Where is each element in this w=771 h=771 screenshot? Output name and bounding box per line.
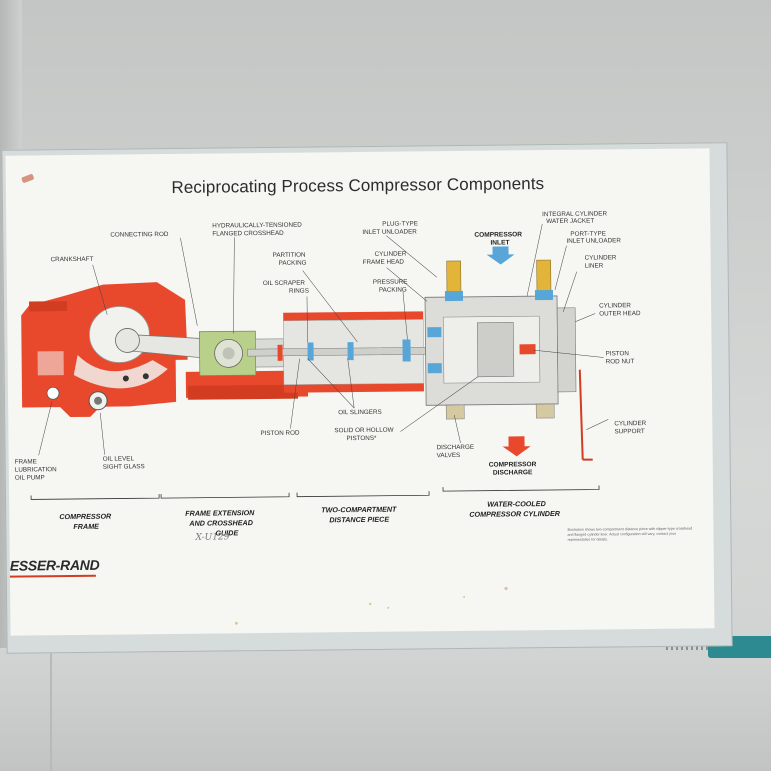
label-cylinder-liner-2: LINER [585,262,604,269]
section-frame: COMPRESSOR [59,512,112,522]
whiteboard-ledge [0,648,771,771]
label-cylinder-liner: CYLINDER [585,254,617,261]
label-plug-unloader: PLUG-TYPE [382,220,418,227]
label-frame-head: CYLINDER [375,251,407,258]
label-plug-unloader-2: INLET UNLOADER [362,228,417,236]
section-distance-piece: TWO-COMPARTMENT [321,505,397,515]
label-crankshaft: CRANKSHAFT [51,256,94,263]
brand-logo: ESSER-RAND [9,556,100,574]
label-compressor-inlet: COMPRESSOR [474,231,522,239]
section-frame-2: FRAME [73,522,99,531]
label-oil-scraper: OIL SCRAPER [263,280,306,287]
label-crosshead: HYDRAULICALLY-TENSIONED [212,222,302,230]
label-discharge-valves-2: VALVES [437,452,461,459]
connecting-rod-shape [115,328,221,360]
label-sight-glass-2: SIGHT GLASS [103,463,145,470]
section-extension-3: GUIDE [215,528,238,537]
card-stains [235,586,508,625]
label-oil-pump-2: LUBRICATION [15,466,57,473]
footnote: Illustration shows two-compartment dista… [567,526,693,542]
crosshead-shape [198,330,285,377]
leader-lines [38,224,609,456]
label-oil-slingers: OIL SLINGERS [338,409,382,416]
label-outer-head-2: OUTER HEAD [599,310,641,317]
section-extension: FRAME EXTENSION [185,508,255,518]
label-discharge-valves: DISCHARGE [437,444,475,451]
section-labels: COMPRESSOR FRAME FRAME EXTENSION AND CRO… [59,499,561,537]
label-outer-head: CYLINDER [599,302,631,309]
discharge-arrow-icon [502,436,531,457]
label-pressure-packing-2: PACKING [379,287,407,294]
ledge-seam [50,648,52,771]
compressor-diagram: CONNECTING ROD HYDRAULICALLY-TENSIONED F… [15,210,647,625]
section-cylinder: WATER-COOLED [487,499,546,509]
label-oil-scraper-2: RINGS [289,288,309,295]
label-water-jacket-2: WATER JACKET [546,218,594,226]
label-oil-pump-3: OIL PUMP [15,474,45,481]
inlet-arrow-icon [486,246,515,265]
label-partition-packing: PARTITION [273,252,307,259]
label-piston-rod-nut: PISTON [606,350,630,357]
label-pistons: SOLID OR HOLLOW [334,427,393,435]
label-connecting-rod: CONNECTING ROD [110,231,169,239]
ruler-marks [666,644,708,650]
label-partition-packing-2: PACKING [279,260,307,267]
label-oil-pump: FRAME [15,458,37,465]
component-labels: CONNECTING ROD HYDRAULICALLY-TENSIONED F… [15,210,647,481]
label-pressure-packing: PRESSURE [373,278,408,285]
section-extension-2: AND CROSSHEAD [188,518,253,528]
label-crosshead-2: FLANGED CROSSHEAD [212,230,284,238]
label-port-unloader: PORT-TYPE [570,230,606,237]
handwritten-note: X-U129 [195,532,230,543]
label-compressor-inlet-2: INLET [490,239,509,246]
label-cylinder-support-2: SUPPORT [614,428,645,435]
label-water-jacket: INTEGRAL CYLINDER [542,210,607,218]
label-pistons-2: PISTONS* [346,435,377,442]
label-piston-rod-nut-2: ROD NUT [606,358,635,365]
compressor-cylinder-shape [424,259,593,461]
label-port-unloader-2: INLET UNLOADER [566,237,621,245]
label-frame-head-2: FRAME HEAD [363,259,405,266]
label-compressor-discharge-2: DISCHARGE [493,469,533,476]
section-brackets [30,485,600,500]
section-distance-piece-2: DISTANCE PIECE [329,515,389,525]
label-sight-glass: OIL LEVEL [103,455,135,462]
label-compressor-discharge: COMPRESSOR [489,461,537,469]
poster-card: Reciprocating Process Compressor Compone… [5,148,715,636]
label-piston-rod: PISTON ROD [260,430,300,437]
label-cylinder-support: CYLINDER [614,420,646,427]
section-cylinder-2: COMPRESSOR CYLINDER [469,509,561,519]
